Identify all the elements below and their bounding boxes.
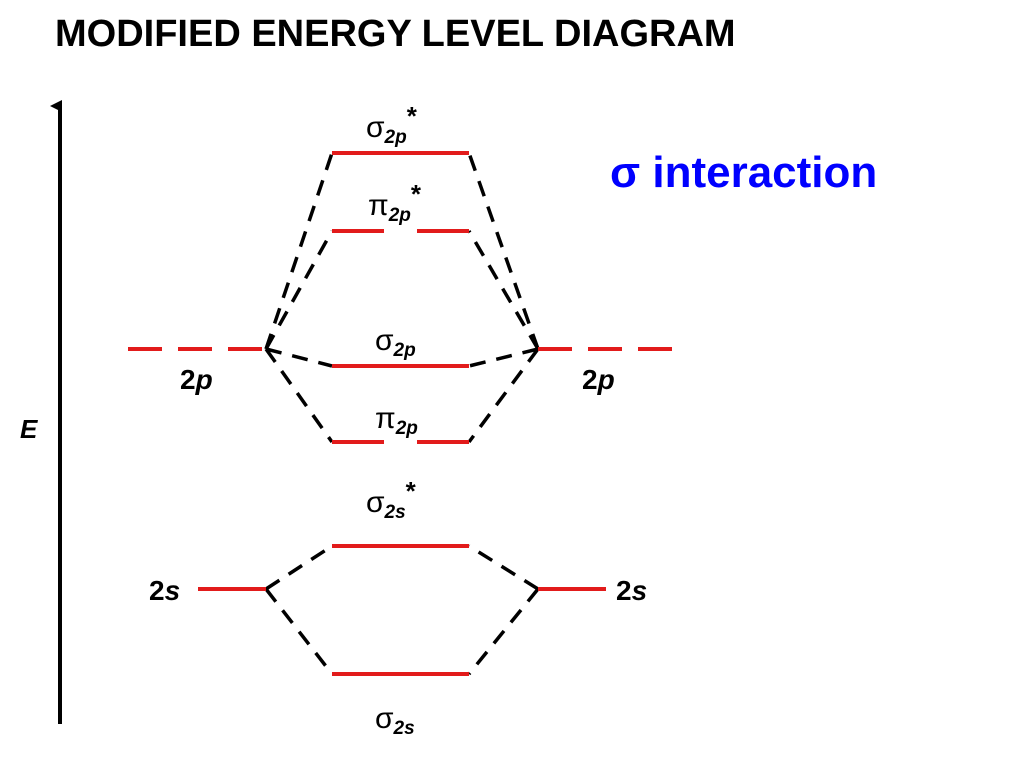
energy-levels [128, 151, 676, 676]
label-right-2p-main: 2 [582, 364, 598, 395]
label-right-2p-sub: p [597, 364, 615, 395]
connector-left-2p-pi2p-star [264, 230, 334, 350]
connector-right-2p-pi2p [467, 347, 540, 444]
connector-left-2p-pi2p [264, 347, 334, 444]
label-sigma-2p-sub: 2p [393, 340, 416, 361]
label-sigma-2s-sub: 2s [393, 718, 415, 739]
page-title: MODIFIED ENERGY LEVEL DIAGRAM [55, 13, 736, 55]
label-left-2s: 2s [149, 575, 180, 606]
label-left-2s-sub: s [165, 575, 181, 606]
label-pi-2p-star-star: * [411, 179, 422, 209]
label-sigma-2p-star-star: * [407, 101, 418, 131]
energy-axis-label: E [20, 414, 38, 444]
label-right-2s-sub: s [632, 575, 648, 606]
label-sigma-2s-star-star: * [406, 476, 417, 506]
label-sigma-2p-star-sub: 2p [384, 127, 407, 148]
label-sigma-2s-star-symbol: σ [366, 486, 385, 519]
label-sigma-2p-star-symbol: σ [366, 111, 385, 144]
label-sigma-2s: σ2s [375, 702, 415, 739]
label-sigma-2s-star: σ2s* [366, 476, 417, 523]
label-right-2p: 2p [582, 364, 615, 395]
label-right-2s: 2s [616, 575, 647, 606]
connector-right-2s-sigma2s [467, 587, 540, 676]
sigma-symbol: σ [610, 148, 641, 197]
label-pi-2p-star: π2p* [368, 179, 422, 226]
label-sigma-2p-symbol: σ [375, 324, 394, 357]
label-sigma-2p: σ2p [375, 324, 416, 361]
connector-lines [264, 152, 540, 676]
connector-left-2p-sigma2p-star [264, 152, 334, 350]
label-sigma-2s-symbol: σ [375, 702, 394, 735]
label-sigma-2p-star: σ2p* [366, 101, 418, 148]
connector-right-2s-sigma2s-star [468, 544, 539, 591]
label-sigma-2s-star-sub: 2s [384, 502, 406, 523]
connector-right-2p-pi2p-star [467, 230, 540, 350]
label-pi-2p: π2p [375, 402, 418, 439]
label-right-2s-main: 2 [616, 575, 632, 606]
label-left-2p-main: 2 [180, 364, 196, 395]
label-pi-2p-star-symbol: π [368, 189, 389, 222]
connector-left-2s-sigma2s-star [265, 544, 333, 591]
label-pi-2p-star-sub: 2p [388, 205, 411, 226]
connector-left-2p-sigma2p [265, 347, 333, 368]
label-left-2p-sub: p [195, 364, 213, 395]
interaction-text: interaction [652, 148, 878, 197]
interaction-annotation: σ interaction [610, 146, 877, 200]
connector-right-2p-sigma2p-star [467, 152, 540, 350]
label-left-2p: 2p [180, 364, 213, 395]
label-pi-2p-sub: 2p [395, 418, 418, 439]
connector-left-2s-sigma2s [264, 587, 334, 676]
label-left-2s-main: 2 [149, 575, 165, 606]
label-pi-2p-symbol: π [375, 402, 396, 435]
connector-right-2p-sigma2p [468, 347, 539, 368]
